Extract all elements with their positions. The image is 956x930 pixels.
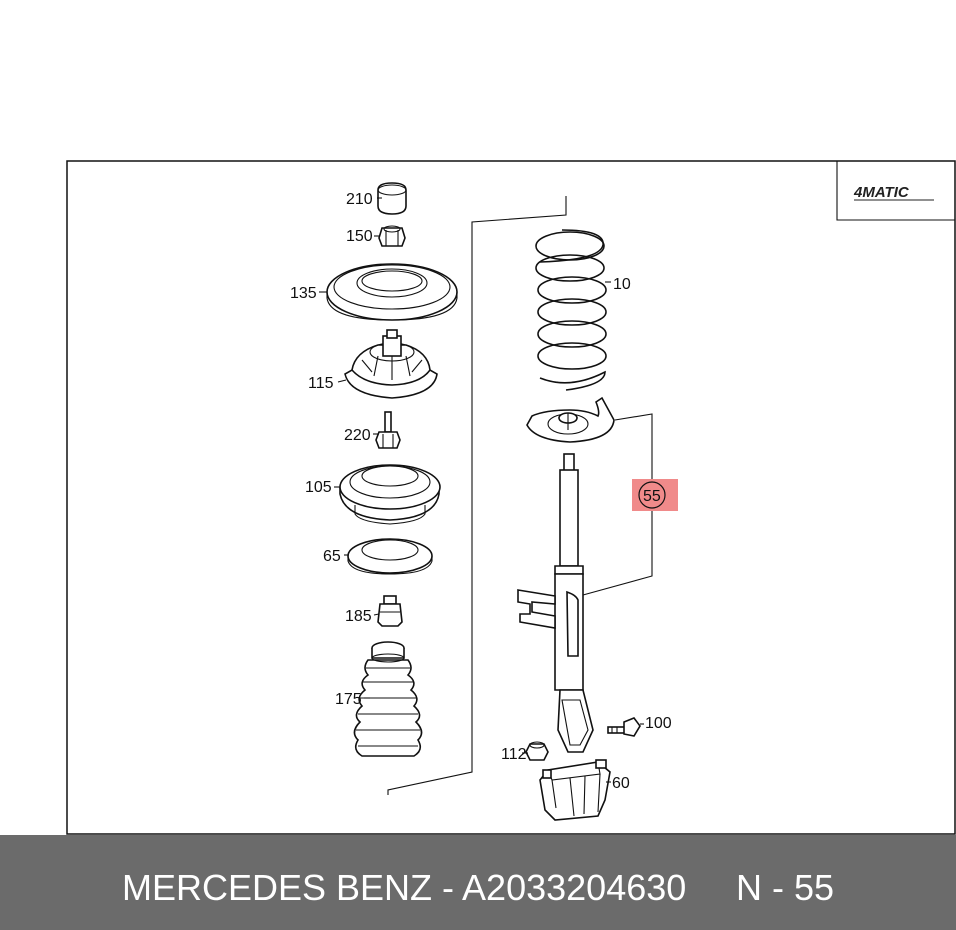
highlight-55 (632, 479, 678, 511)
callout-65[interactable]: 65 (323, 548, 341, 565)
part-55-strut (517, 453, 594, 753)
diagram-frame (66, 160, 956, 835)
footer-bar: MERCEDES BENZ - A2033204630 N - 55 (0, 835, 956, 930)
callout-112[interactable]: 112 (501, 746, 527, 763)
4matic-logo: 4MATIC (836, 161, 955, 221)
svg-text:4MATIC: 4MATIC (853, 184, 910, 201)
part-185-bump-stop (377, 595, 403, 627)
part-10-coil-spring (535, 229, 607, 391)
leader-lines (319, 197, 644, 783)
part-115-strut-mount (344, 329, 438, 399)
callout-105[interactable]: 105 (305, 479, 332, 496)
callout-135[interactable]: 135 (290, 285, 317, 302)
part-100-bolt (607, 717, 641, 737)
part-55-spring-seat (526, 396, 615, 443)
part-112-nut (525, 741, 549, 761)
part-210-cap (377, 182, 407, 215)
callout-100[interactable]: 100 (645, 715, 672, 732)
part-135-ring (326, 263, 458, 321)
part-150-nut (378, 225, 406, 247)
callout-185[interactable]: 185 (345, 608, 372, 625)
bracket-left (387, 196, 567, 795)
part-65-ring (347, 538, 433, 575)
callout-210[interactable]: 210 (346, 191, 373, 208)
part-55-badge[interactable] (638, 481, 666, 509)
callout-115[interactable]: 115 (308, 375, 334, 392)
part-105-cup (339, 464, 441, 525)
part-175-bellows (353, 641, 423, 757)
callout-175[interactable]: 175 (335, 691, 362, 708)
callout-55[interactable]: 55 (643, 488, 661, 505)
callout-60[interactable]: 60 (612, 775, 630, 792)
diagram-page-label: N - 55 (736, 867, 835, 908)
callout-150[interactable]: 150 (346, 228, 373, 245)
callout-220[interactable]: 220 (344, 427, 371, 444)
callout-10[interactable]: 10 (613, 276, 631, 293)
part-220-bolt (375, 411, 401, 449)
part-number-title: MERCEDES BENZ - A2033204630 (122, 867, 687, 908)
part-60-rubber-mount (539, 759, 611, 821)
